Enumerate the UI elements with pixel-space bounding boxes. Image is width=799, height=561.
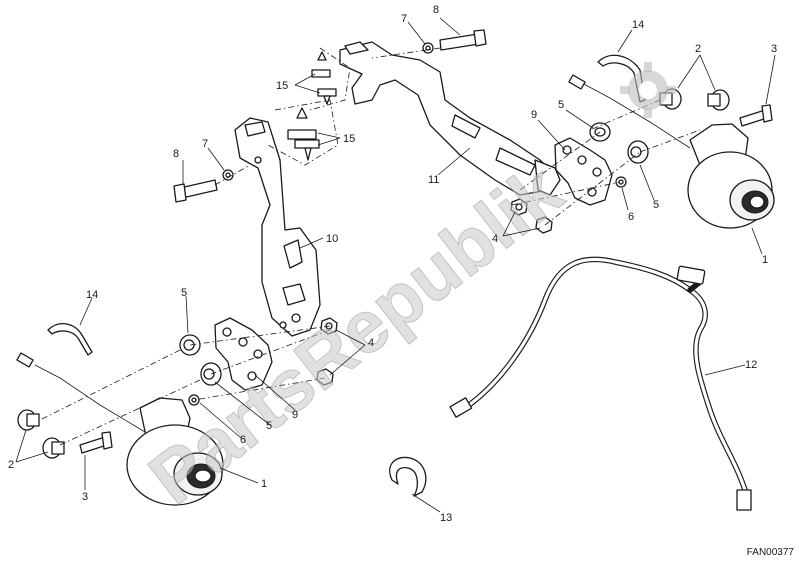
clip-14b	[47, 323, 93, 356]
callout-7: 7	[401, 13, 407, 25]
wire-left-light	[16, 352, 146, 433]
callout-9: 9	[292, 409, 298, 421]
callout-2: 2	[695, 43, 701, 55]
fog-light-left	[126, 397, 224, 506]
callout-5: 5	[558, 99, 564, 111]
plate-right	[554, 137, 613, 206]
watermark-gear-icon	[620, 62, 676, 118]
diagram-code: FAN00377	[746, 547, 794, 558]
bolt-3b	[79, 431, 113, 454]
callout-8: 8	[433, 4, 439, 16]
washer-6a	[615, 176, 627, 188]
callout-11: 11	[428, 174, 439, 186]
cable-harness	[449, 256, 752, 511]
callout-6: 6	[628, 211, 634, 223]
wire-right-light	[568, 74, 691, 149]
washer-7a	[422, 42, 434, 54]
callout-13: 13	[440, 512, 452, 524]
callout-1: 1	[762, 254, 768, 266]
leader-lines	[15, 17, 776, 513]
mount-2c	[17, 409, 40, 431]
assembly-lines	[39, 47, 701, 446]
tie-15a	[311, 51, 337, 105]
callout-6: 6	[240, 434, 246, 446]
callout-4: 4	[368, 337, 374, 349]
svg-text:PartsRepublik: PartsRepublik	[134, 148, 578, 520]
tie-15b	[287, 107, 320, 161]
washer-6b	[188, 394, 200, 406]
fog-light-right	[687, 123, 775, 229]
cable-clamp	[389, 456, 427, 497]
upper-bracket	[339, 41, 561, 196]
bolt-8b	[173, 179, 218, 203]
mount-2d	[42, 437, 65, 459]
callout-5: 5	[266, 420, 272, 432]
callout-8: 8	[173, 148, 179, 160]
callout-15: 15	[276, 80, 288, 92]
callout-9: 9	[531, 109, 537, 121]
callout-7: 7	[202, 138, 208, 150]
callout-3: 3	[771, 43, 777, 55]
callout-3: 3	[82, 491, 88, 503]
callout-10: 10	[326, 233, 338, 245]
bolt-3a	[739, 104, 773, 127]
callout-5: 5	[181, 287, 187, 299]
nut-4d	[316, 368, 334, 386]
mount-2b	[707, 89, 730, 111]
watermark: PartsRepublik	[133, 147, 578, 520]
callout-14: 14	[86, 289, 98, 301]
callout-12: 12	[745, 359, 757, 371]
callout-5: 5	[653, 199, 659, 211]
nut-4b	[535, 216, 553, 234]
callout-15: 15	[343, 133, 355, 145]
callout-labels: 14 2 3 7 8 15 15 7 8 9 5 11 5 6 4 1 10 1…	[8, 4, 777, 524]
callout-4: 4	[492, 233, 498, 245]
callout-1: 1	[261, 478, 267, 490]
left-bracket	[234, 117, 321, 337]
bushing-5c	[179, 334, 201, 356]
bolt-8a	[439, 29, 487, 51]
washer-7b	[222, 169, 234, 181]
nut-4a	[510, 198, 528, 216]
callout-2: 2	[8, 459, 14, 471]
bushing-5b	[627, 140, 649, 164]
callout-14: 14	[632, 19, 644, 31]
